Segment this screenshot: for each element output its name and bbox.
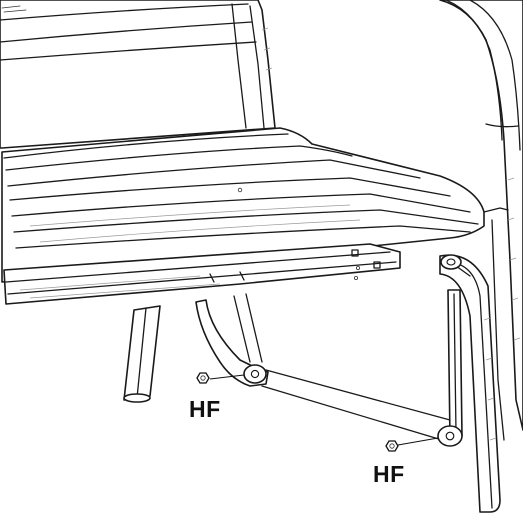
bench-seat [1, 127, 485, 283]
bench-backrest [0, 0, 276, 149]
right-rear-leg-frame [439, 254, 501, 513]
front-rail [3, 243, 401, 305]
hardware-callout-hf-right: HF [373, 461, 405, 487]
right-pivot-bracket [437, 289, 463, 447]
crossbar [261, 369, 451, 441]
hardware-callout-hf-left: HF [189, 396, 221, 422]
left-leg [123, 305, 161, 403]
hex-nut-right [385, 437, 439, 452]
left-pivot-bracket [195, 293, 269, 387]
right-armrest-frame [439, 0, 523, 441]
hex-nut-left [196, 372, 245, 384]
